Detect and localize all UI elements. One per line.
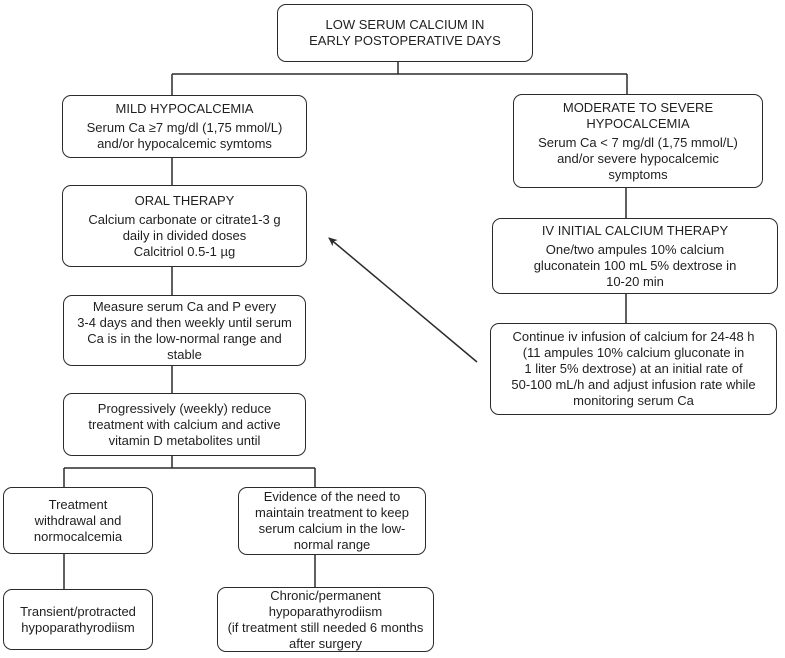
flowchart-box-treatment-withdrawal: Treatment withdrawal and normocalcemia bbox=[3, 487, 153, 554]
box-text: Transient/protracted hypoparathyrodiism bbox=[20, 603, 136, 635]
box-text: Treatment withdrawal and normocalcemia bbox=[33, 496, 123, 544]
box-text: LOW SERUM CALCIUM IN EARLY POSTOPERATIVE… bbox=[309, 17, 501, 48]
box-title: MODERATE TO SEVERE HYPOCALCEMIA bbox=[562, 99, 714, 131]
flowchart-box-low-serum-calcium: LOW SERUM CALCIUM IN EARLY POSTOPERATIVE… bbox=[277, 4, 533, 62]
box-title: IV INITIAL CALCIUM THERAPY bbox=[541, 222, 729, 238]
box-text: Serum Ca ≥7 mg/dl (1,75 mmol/L) and/or h… bbox=[86, 120, 283, 151]
flowchart-box-continue-iv-infusion: Continue iv infusion of calcium for 24-4… bbox=[490, 323, 777, 415]
box-text: Evidence of the need to maintain treatme… bbox=[255, 489, 409, 552]
box-text: One/two ampules 10% calcium gluconatein … bbox=[533, 241, 737, 289]
flowchart-box-transient-hypoparathyroidism: Transient/protracted hypoparathyrodiism bbox=[3, 589, 153, 650]
flowchart-box-mild-hypocalcemia: MILD HYPOCALCEMIA Serum Ca ≥7 mg/dl (1,7… bbox=[62, 95, 307, 158]
flowchart-box-chronic-hypoparathyroidism: Chronic/permanent hypoparathyrodiism (if… bbox=[217, 587, 434, 652]
box-title: ORAL THERAPY bbox=[134, 192, 235, 208]
flowchart-box-progressively-reduce: Progressively (weekly) reduce treatment … bbox=[63, 393, 306, 456]
flowchart-box-moderate-severe-hypocalcemia: MODERATE TO SEVERE HYPOCALCEMIA Serum Ca… bbox=[513, 94, 763, 188]
box-title: MILD HYPOCALCEMIA bbox=[115, 101, 254, 116]
flowchart-box-measure-serum-ca: Measure serum Ca and P every 3-4 days an… bbox=[63, 295, 306, 366]
box-text: Continue iv infusion of calcium for 24-4… bbox=[511, 329, 756, 408]
box-text: Progressively (weekly) reduce treatment … bbox=[88, 400, 281, 448]
box-text: Serum Ca < 7 mg/dl (1,75 mmol/L) and/or … bbox=[538, 134, 738, 182]
flowchart-box-evidence-of-need: Evidence of the need to maintain treatme… bbox=[238, 487, 426, 555]
flowchart-box-oral-therapy: ORAL THERAPY Calcium carbonate or citrat… bbox=[62, 185, 307, 267]
box-text: Chronic/permanent hypoparathyrodiism (if… bbox=[227, 587, 424, 651]
box-text: Calcium carbonate or citrate1-3 g daily … bbox=[88, 211, 281, 259]
box-text: Measure serum Ca and P every 3-4 days an… bbox=[77, 298, 292, 362]
arrow-infusion-to-oral-icon bbox=[328, 237, 478, 363]
flowchart-box-iv-initial-calcium-therapy: IV INITIAL CALCIUM THERAPY One/two ampul… bbox=[492, 218, 778, 294]
